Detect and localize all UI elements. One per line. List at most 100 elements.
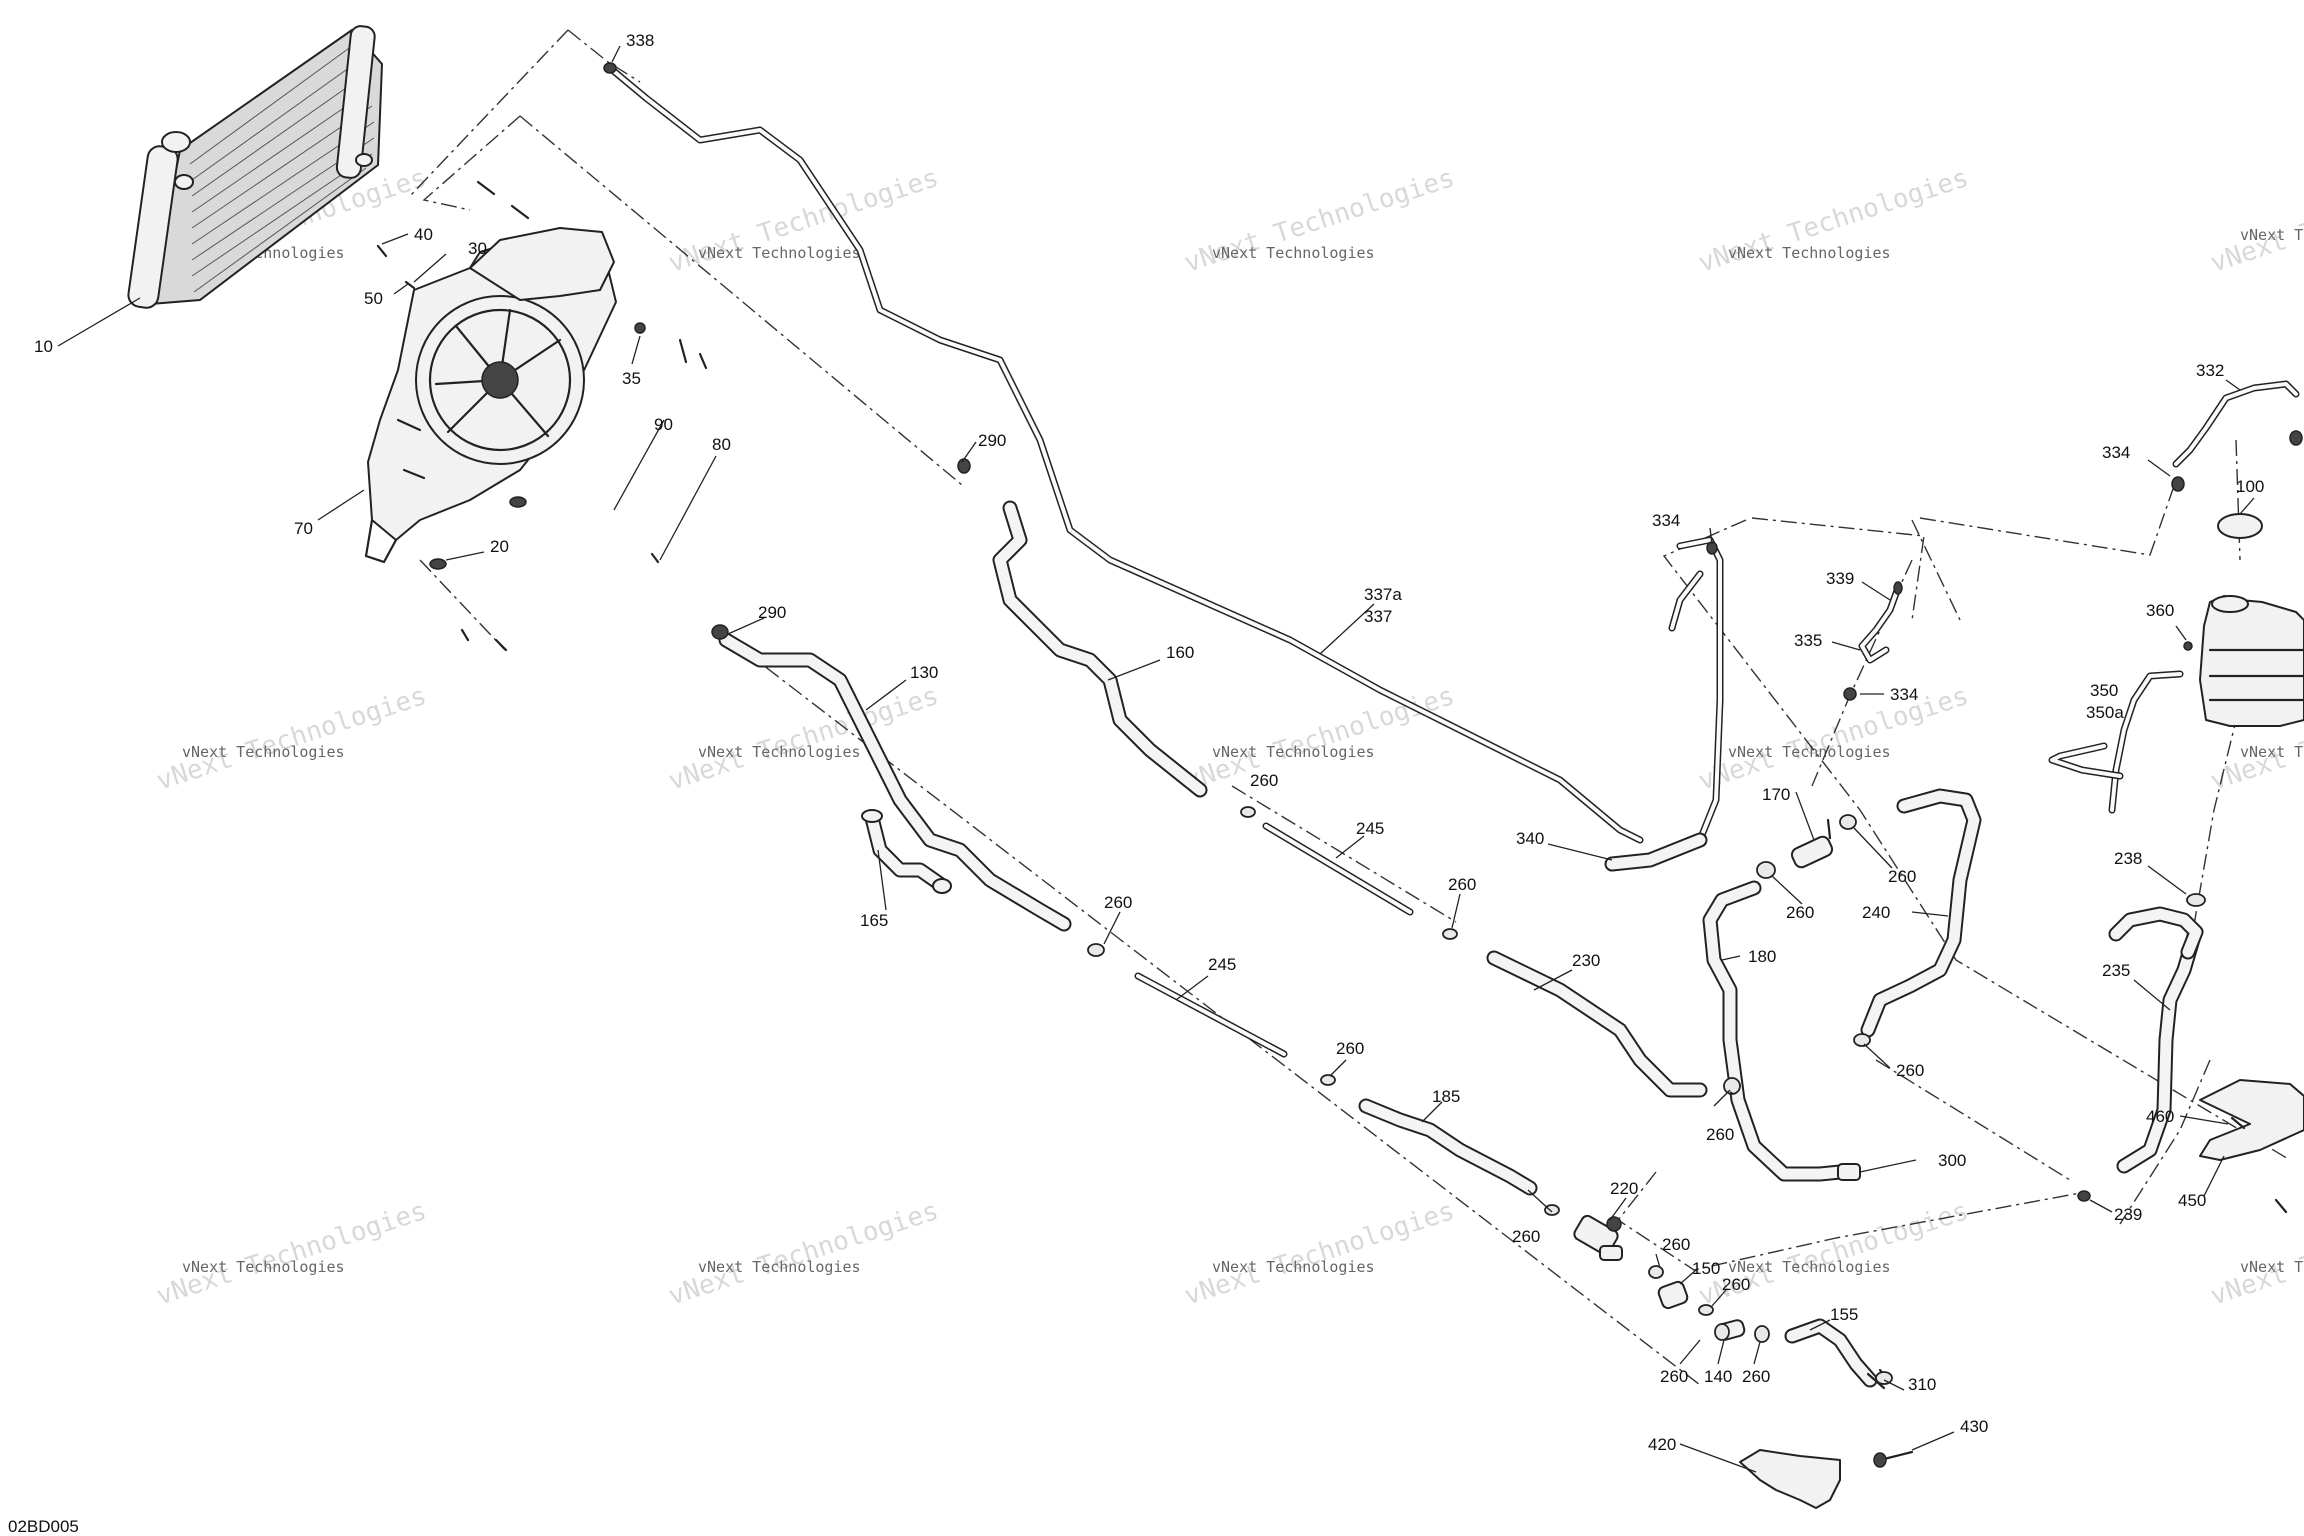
callout-label: 260 (1336, 1039, 1364, 1058)
callout-label: 300 (1938, 1151, 1966, 1170)
hose-bore (866, 812, 946, 890)
clamp-260 (1240, 806, 1256, 818)
callout-label: 100 (2236, 477, 2264, 496)
clip-334c (1843, 687, 1857, 701)
watermark-text: vNext Technologies (153, 681, 430, 797)
pump-outlet (1599, 1245, 1623, 1261)
tube-bore (1264, 824, 1412, 914)
connector-300 (1837, 1163, 1861, 1181)
hose-240 (1860, 788, 1982, 1038)
watermark-text: vNext Technologies (698, 244, 861, 262)
leader (1883, 1379, 1905, 1391)
leader (2089, 1199, 2113, 1213)
hose-bore (1360, 1100, 1536, 1194)
leader (445, 551, 485, 561)
watermark-text: vNext Technologies (2240, 226, 2304, 244)
watermark-text: vNext Technologies (665, 1196, 942, 1312)
callout-label: 360 (2146, 601, 2174, 620)
assembly-line (409, 29, 569, 197)
callout-label: 260 (1896, 1061, 1924, 1080)
fitting-body (1790, 835, 1834, 869)
callout-label: 334 (1890, 685, 1918, 704)
callout-label: 20 (490, 537, 509, 556)
leader (1795, 791, 1815, 841)
stud-80 (698, 352, 708, 370)
callout-label: 260 (1250, 771, 1278, 790)
callout-label: 260 (1104, 893, 1132, 912)
reservoir-neck (2211, 595, 2249, 613)
bolt-460 (2230, 1116, 2246, 1130)
clamp-260 (1698, 1304, 1714, 1316)
coolant-pipe-bore (1670, 572, 1702, 630)
leader (1717, 1339, 1725, 1365)
assembly-line (1231, 785, 1457, 923)
leader (2147, 459, 2171, 477)
callout-label: 260 (1512, 1227, 1540, 1246)
leader (317, 489, 365, 521)
pipe-cap-338 (603, 62, 617, 74)
hose-238-bore (2110, 908, 2202, 958)
leader (613, 419, 665, 511)
callout-label: 80 (712, 435, 731, 454)
hose-group-lower (1657, 1280, 1893, 1390)
leader (1771, 875, 1803, 905)
leader (2203, 1155, 2225, 1197)
hose-185 (1358, 1098, 1538, 1196)
hose-180 (1702, 880, 1848, 1182)
callout-label: 260 (1888, 867, 1916, 886)
clamp-260 (1087, 943, 1105, 957)
clamp-260 (1839, 814, 1857, 830)
leader (2239, 497, 2255, 515)
callout-label: 334 (1652, 511, 1680, 530)
leader (1335, 835, 1365, 859)
radiator-fin (191, 73, 367, 197)
leader (381, 233, 409, 245)
radiator-fin (191, 59, 361, 181)
leader (2179, 1115, 2229, 1125)
assembly-line (419, 559, 506, 651)
watermark: vNext Technologies (1181, 681, 1458, 797)
hose-bore (720, 634, 1070, 930)
coolant-pipe (1616, 536, 1724, 868)
callout-label: 332 (2196, 361, 2224, 380)
tube-245-upper (1262, 822, 1414, 916)
leader (393, 283, 409, 295)
assembly-line (567, 29, 641, 83)
watermark: vNext Technologies (665, 1196, 942, 1312)
callout-label: 430 (1960, 1417, 1988, 1436)
callout-label: 155 (1830, 1305, 1858, 1324)
callout-label: 339 (1826, 569, 1854, 588)
leader (1711, 1289, 1727, 1307)
callout-label: 180 (1748, 947, 1776, 966)
leader (1421, 1101, 1443, 1123)
radiator-fin (191, 89, 371, 213)
clip-334 (2171, 476, 2185, 492)
clip-290 (711, 624, 729, 640)
pump-connector (1606, 1216, 1622, 1232)
bolt-40 (376, 244, 388, 258)
callout-label: 10 (34, 337, 53, 356)
leader (1609, 1197, 1627, 1221)
radiator-fin (193, 167, 367, 293)
leader (1107, 659, 1161, 681)
watermark-text: vNext Technologies (665, 681, 942, 797)
watermark: vNext Technologies (1695, 1196, 1972, 1312)
callout-label: 40 (414, 225, 433, 244)
leader (1721, 955, 1741, 961)
callout-label: 340 (1516, 829, 1544, 848)
leader (1527, 1189, 1553, 1213)
leader (961, 441, 977, 463)
leader (1679, 1339, 1701, 1365)
callout-label: 460 (2146, 1107, 2174, 1126)
leader (2225, 379, 2241, 391)
clamp-260 (1723, 1077, 1741, 1095)
assembly-line (1911, 519, 1961, 621)
bracket-450 (2199, 1079, 2304, 1214)
leader (1911, 1431, 1955, 1451)
leader (1859, 1159, 1917, 1173)
diagram-code: 02BD005 (8, 1517, 79, 1536)
stud-90 (678, 338, 688, 364)
callout-label: 260 (1660, 1367, 1688, 1386)
leader (631, 335, 641, 365)
